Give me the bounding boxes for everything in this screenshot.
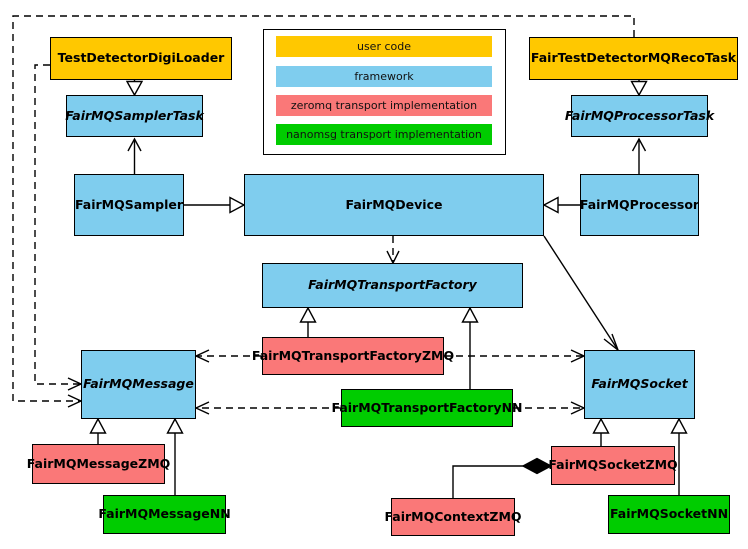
edge-device-to-socket xyxy=(543,235,620,353)
legend-item-user-code: user code xyxy=(276,36,492,57)
class-box-fairmq-transport-factory-nn[interactable]: FairMQTransportFactoryNN xyxy=(332,389,523,427)
class-label: FairMQMessage xyxy=(83,376,194,392)
class-box-fairmq-sampler[interactable]: FairMQSampler xyxy=(74,174,184,236)
class-label: FairMQSamplerTask xyxy=(65,107,204,123)
edge-processor-to-processortask xyxy=(631,137,647,174)
class-label: FairMQSampler xyxy=(74,196,184,212)
class-label: FairMQTransportFactory xyxy=(308,277,477,293)
class-box-fairmq-device[interactable]: FairMQDevice xyxy=(244,174,544,236)
edge-tfzmq-to-socket xyxy=(444,349,586,363)
edge-sampler-to-samplertask xyxy=(127,137,142,174)
edge-tfzmq-to-transportfactory xyxy=(299,306,317,337)
class-box-fairmq-processor[interactable]: FairMQProcessor xyxy=(580,174,699,236)
legend-label: zeromq transport implementation xyxy=(290,99,478,112)
legend-item-zeromq: zeromq transport implementation xyxy=(276,95,492,116)
class-label: FairMQProcessor xyxy=(579,196,700,212)
class-box-fairmq-transport-factory[interactable]: FairMQTransportFactory xyxy=(262,263,523,308)
edge-sampler-to-device xyxy=(184,196,246,214)
class-label: FairMQTransportFactoryZMQ xyxy=(251,347,455,363)
edge-tfnn-to-transportfactory xyxy=(461,306,479,389)
class-label: FairMQSocket xyxy=(591,376,688,392)
class-box-fairmq-socket-nn[interactable]: FairMQSocketNN xyxy=(608,495,730,534)
class-label: FairMQMessageNN xyxy=(98,506,231,522)
class-label: FairTestDetectorMQRecoTask xyxy=(530,50,737,66)
class-box-fairmq-context-zmq[interactable]: FairMQContextZMQ xyxy=(384,498,522,536)
class-box-fairmq-message-nn[interactable]: FairMQMessageNN xyxy=(98,495,231,534)
class-box-test-detector-digi-loader[interactable]: TestDetectorDigiLoader xyxy=(50,37,232,80)
legend-label: nanomsg transport implementation xyxy=(286,128,482,141)
edge-tfnn-to-message xyxy=(194,401,341,415)
class-label: FairMQSocketNN xyxy=(609,506,729,522)
legend-label: framework xyxy=(354,70,414,83)
class-box-fairmq-message[interactable]: FairMQMessage xyxy=(81,350,196,419)
edge-socketzmq-to-socket xyxy=(592,417,610,446)
class-box-fair-test-detector-mq-reco-task[interactable]: FairTestDetectorMQRecoTask xyxy=(529,37,738,80)
class-box-fairmq-message-zmq[interactable]: FairMQMessageZMQ xyxy=(27,444,170,484)
edge-tfnn-to-socket xyxy=(513,401,586,415)
edge-device-to-transportfactory xyxy=(386,236,400,265)
class-box-fairmq-processor-task[interactable]: FairMQProcessorTask xyxy=(565,95,714,137)
class-box-fairmq-sampler-task[interactable]: FairMQSamplerTask xyxy=(65,95,204,137)
class-label: FairMQDevice xyxy=(345,196,443,212)
class-label: FairMQSocketZMQ xyxy=(548,457,678,473)
edge-messagezmq-to-message xyxy=(89,417,107,444)
edge-digiloader-to-samplertask xyxy=(125,80,144,97)
legend-item-framework: framework xyxy=(276,66,492,87)
edge-processor-to-device xyxy=(542,196,580,214)
class-box-fairmq-transport-factory-zmq[interactable]: FairMQTransportFactoryZMQ xyxy=(252,337,454,375)
class-box-fairmq-socket-zmq[interactable]: FairMQSocketZMQ xyxy=(548,446,678,485)
class-label: FairMQTransportFactoryNN xyxy=(331,399,523,415)
edge-recotask-to-processortask xyxy=(630,80,648,97)
legend-label: user code xyxy=(356,40,412,53)
class-label: FairMQProcessorTask xyxy=(564,107,715,123)
class-box-fairmq-socket[interactable]: FairMQSocket xyxy=(584,350,695,419)
edge-contextzmq-to-socketzmq xyxy=(452,457,553,498)
class-label: TestDetectorDigiLoader xyxy=(57,50,225,66)
class-label: FairMQContextZMQ xyxy=(384,508,522,524)
legend-item-nanomsg: nanomsg transport implementation xyxy=(276,124,492,145)
class-label: FairMQMessageZMQ xyxy=(26,455,171,471)
